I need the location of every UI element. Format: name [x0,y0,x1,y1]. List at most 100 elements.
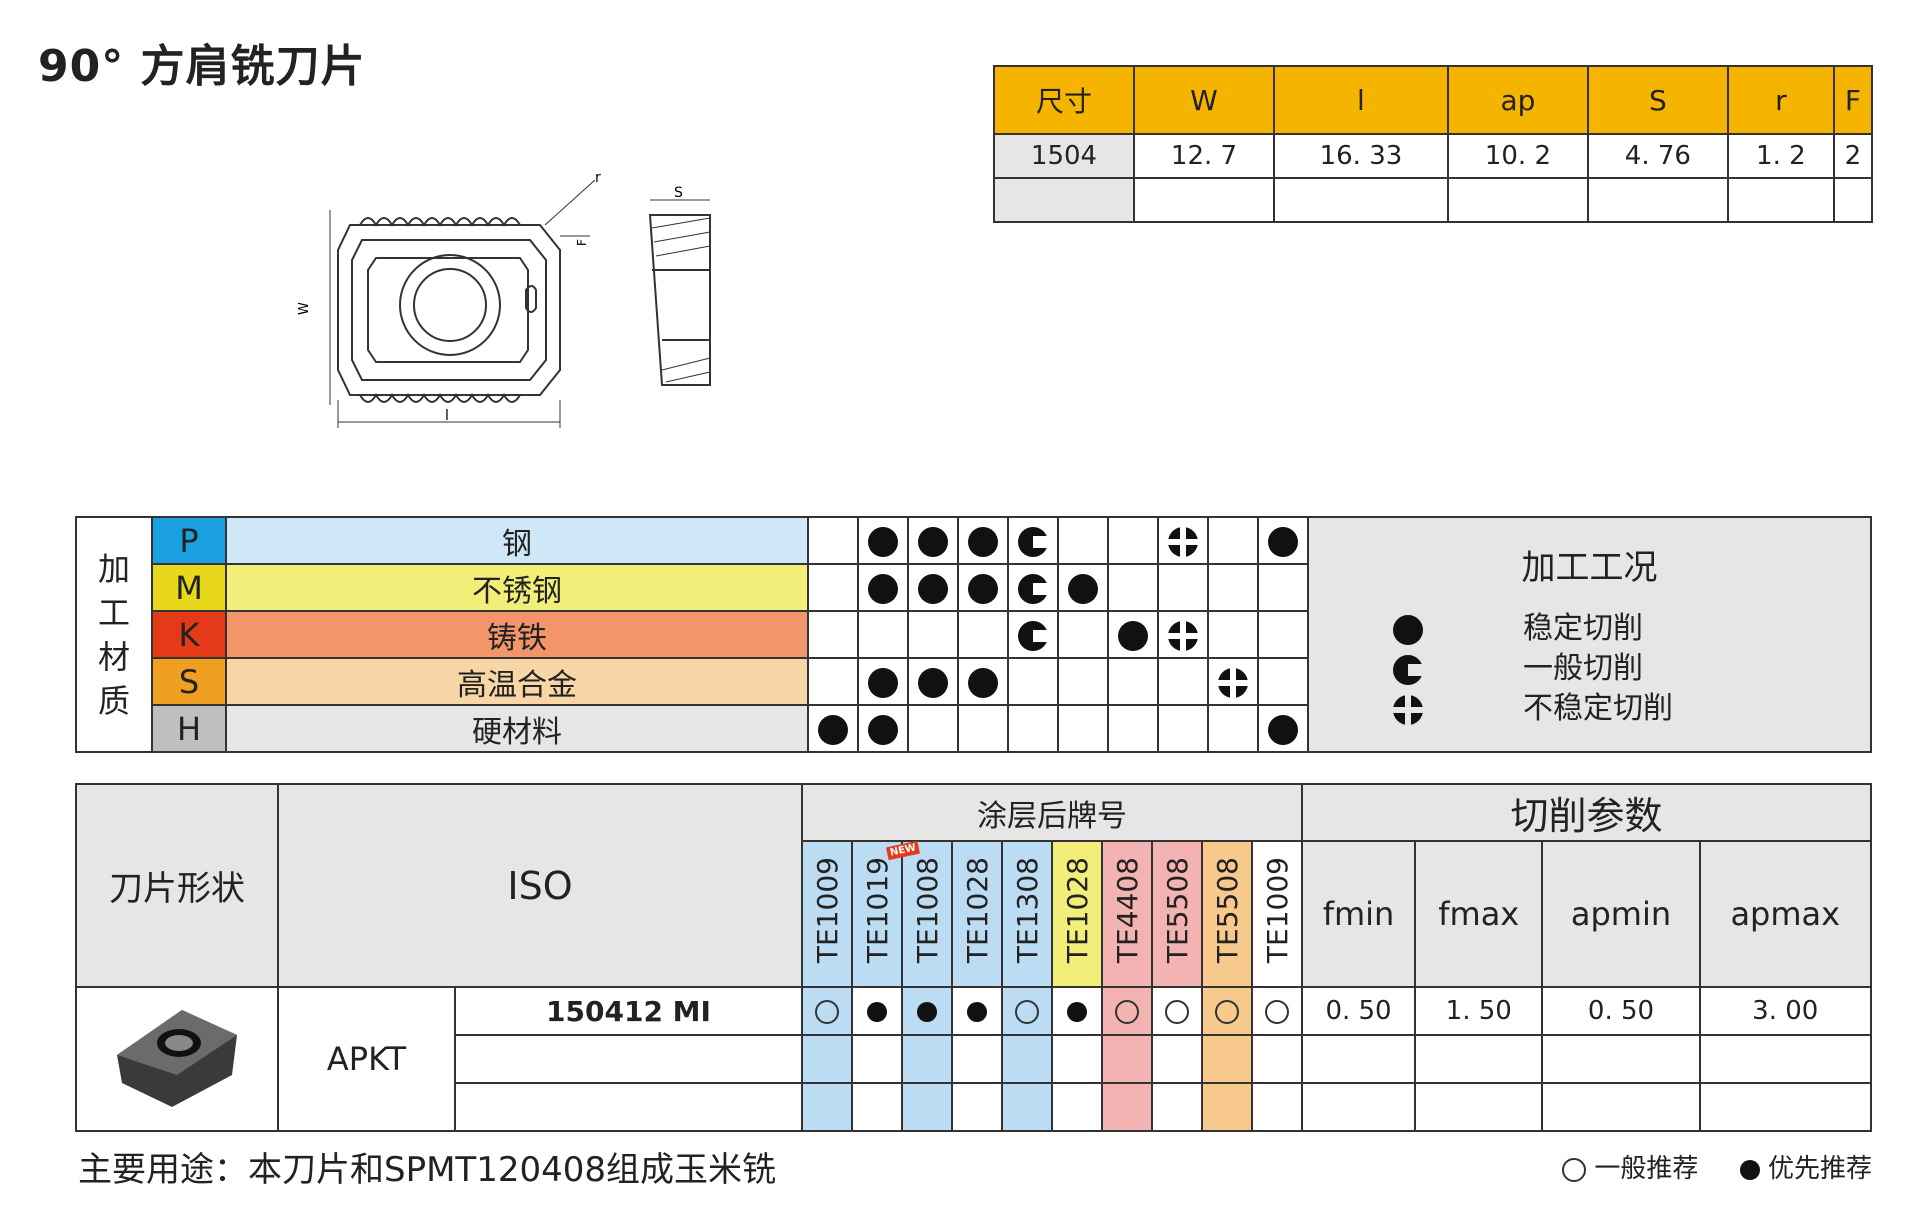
grade-empty-row [76,1034,1873,1084]
general-half-dot-icon [1018,526,1049,557]
material-code-m: M [151,563,227,612]
label-r: r [595,170,601,186]
mat-cell [907,563,959,612]
stable-dot-icon [918,667,948,698]
dimensions-empty-row [993,177,1874,223]
dimensions-table: 尺寸 W l ap S r F 1504 12. 7 16. 33 10. 2 … [993,65,1874,223]
param-apmin: apmin [1541,840,1701,988]
stable-dot-icon [1118,620,1148,651]
preferred-dot-icon [917,1002,937,1022]
mat-cell [1107,563,1159,612]
value-fmin: 0. 50 [1300,986,1417,1036]
stable-dot-icon [868,714,898,745]
stable-dot-icon [968,667,998,698]
stable-dot-icon [968,573,998,604]
grade-name: TE5508 [1210,856,1244,964]
empty-cell [1414,1082,1544,1132]
empty-cell [1051,1034,1103,1084]
mat-cell [1057,657,1109,706]
mat-cell [1007,704,1059,753]
value-fmax: 1. 50 [1414,986,1544,1036]
stable-dot-icon [1068,573,1098,604]
material-row-k: K 铸铁 [76,610,1871,659]
label-w: W [297,302,312,315]
grade-name: TE1009 [1260,856,1294,964]
dim-empty-cell [1832,177,1874,223]
mat-cell [1107,516,1159,565]
material-code-h: H [151,704,227,753]
empty-cell [1541,1034,1701,1084]
stable-dot-icon [1268,714,1298,745]
legend-panel: 加工工况 稳定切削 一般切削 不稳定切削 [1307,516,1872,753]
legend-general-label: 一般切削 [1523,651,1643,686]
grade-value-cell [901,986,953,1036]
mat-cell [1107,657,1159,706]
grade-col-9: TE5508 [1201,840,1253,988]
legend-stable-label: 稳定切削 [1523,611,1643,646]
empty-cell [454,1034,803,1084]
grade-value-cell [1101,986,1153,1036]
series-apkt: APKT [277,986,456,1132]
material-side-text: 加 工 材 质 [97,549,130,720]
preferred-dot-icon [1739,1159,1760,1180]
grade-value-cell [1051,986,1103,1036]
material-row-h: H 硬材料 [76,704,1871,753]
label-s: S [674,185,683,201]
label-l: l [445,408,449,424]
usage-note: 主要用途：本刀片和SPMT120408组成玉米铣 [78,1150,776,1190]
insert-shape-cell [75,986,279,1132]
dim-empty-cell [1726,177,1835,223]
mat-cell [1107,704,1159,753]
grade-value-cell [801,986,853,1036]
dimensions-row: 1504 12. 7 16. 33 10. 2 4. 76 1. 2 2 [993,133,1874,179]
mat-cell [1257,657,1309,706]
mat-cell [857,563,909,612]
empty-cell [1101,1082,1153,1132]
dim-s: 4. 76 [1586,133,1729,179]
empty-cell [1300,1082,1417,1132]
mat-cell [1007,516,1059,565]
mat-cell [807,563,859,612]
empty-cell [951,1034,1003,1084]
grade-col-7: TE4408 [1101,840,1153,988]
material-code-p: P [151,516,227,565]
empty-cell [1151,1034,1203,1084]
mat-cell [1207,563,1259,612]
dim-empty-cell [993,177,1135,223]
grade-col-6: TE1028 [1051,840,1103,988]
legend-title: 加工工况 [1521,548,1658,588]
mat-cell [907,610,959,659]
mat-cell [807,704,859,753]
empty-cell [801,1034,853,1084]
mat-cell [1007,610,1059,659]
mat-cell [1007,657,1059,706]
mat-cell [857,516,909,565]
grade-value-cell [851,986,903,1036]
dim-empty-cell [1586,177,1729,223]
model-cell: 150412 MI [454,986,803,1036]
recommendation-legend: 一般推荐 优先推荐 [1562,1148,1872,1185]
general-half-dot-icon [1393,654,1424,685]
dim-header-size: 尺寸 [993,65,1135,135]
material-name-m: 不锈钢 [225,563,809,612]
grade-empty-row [76,1082,1873,1132]
empty-cell [1201,1082,1253,1132]
mat-cell [1157,563,1209,612]
grade-name: TE1019 [860,856,894,964]
stable-dot-icon [1268,526,1298,557]
stable-dot-icon [868,526,898,557]
value-apmax: 3. 00 [1698,986,1873,1036]
material-side-label: 加 工 材 质 [75,516,153,753]
mat-cell [1257,610,1309,659]
legend-general-recommend: 一般推荐 [1594,1154,1699,1184]
grade-value-cell [1001,986,1053,1036]
general-half-dot-icon [1018,620,1049,651]
empty-cell [1300,1034,1417,1084]
material-name-p: 钢 [225,516,809,565]
mat-cell [1107,610,1159,659]
dim-empty-cell [1446,177,1589,223]
unstable-cross-icon [1218,667,1248,698]
